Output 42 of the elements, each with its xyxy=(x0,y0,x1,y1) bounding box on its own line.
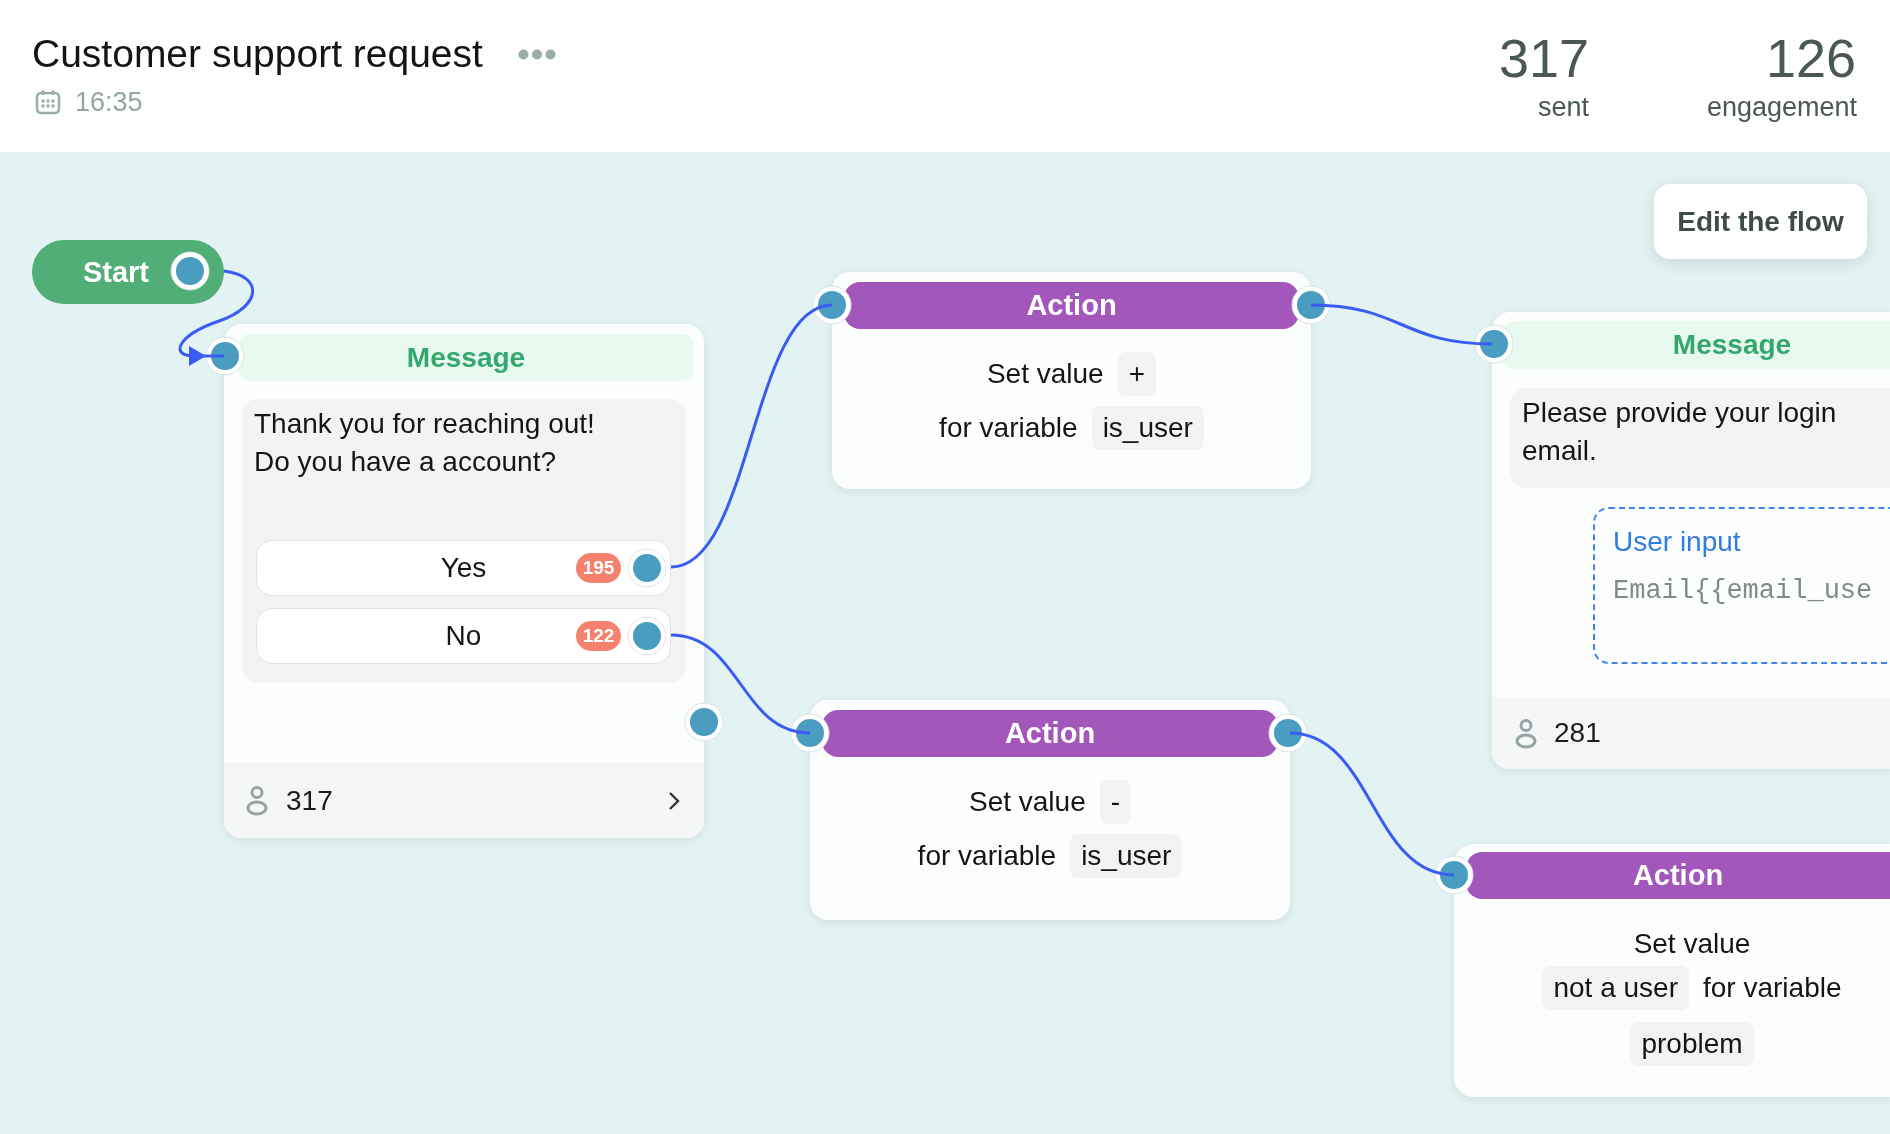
action-text: Set value xyxy=(968,785,1086,819)
stat-caption: sent xyxy=(1537,91,1589,123)
connector-line xyxy=(178,269,255,366)
value-tag: - xyxy=(1099,780,1132,824)
message-header: Message xyxy=(239,334,693,381)
action-header: Action xyxy=(844,282,1299,329)
action-text: for variable xyxy=(917,839,1057,873)
start-label: Start xyxy=(81,255,151,290)
action-text: for variable xyxy=(939,411,1078,445)
count-badge: 195 xyxy=(576,553,621,583)
message-text: Please provide your login email. xyxy=(1522,396,1838,468)
reply-button: Yes 195 xyxy=(256,540,671,596)
message-text: Thank you for reaching out! Do you have a account? xyxy=(254,407,596,479)
value-tag: is_user xyxy=(1091,406,1204,450)
action-text: for variable xyxy=(1703,971,1842,1005)
value-tag: problem xyxy=(1630,1022,1754,1066)
input-label: User input xyxy=(1613,525,1741,559)
stat-value: 317 xyxy=(1498,28,1589,88)
stat-caption: engagement xyxy=(1706,91,1857,123)
connector-line xyxy=(670,633,811,735)
subscriber-count: 281 xyxy=(1554,716,1601,750)
user-input-block xyxy=(1593,507,1890,664)
timestamp: 16:35 xyxy=(75,86,143,118)
stat-value: 126 xyxy=(1765,28,1856,88)
value-tag: not a user xyxy=(1542,966,1689,1010)
message-header: Message xyxy=(1504,321,1890,369)
value-tag: + xyxy=(1117,352,1157,396)
edit-flow-button: Edit the flow xyxy=(1654,184,1867,259)
action-header: Action xyxy=(1466,852,1890,899)
flow-title: Customer support request xyxy=(32,31,483,77)
subscriber-count: 317 xyxy=(286,783,333,818)
action-text: Set value xyxy=(1633,927,1751,961)
count-badge: 122 xyxy=(576,621,621,651)
message-bubble xyxy=(242,399,686,683)
connector-line xyxy=(670,303,833,569)
input-variable: Email{{email_use xyxy=(1613,575,1873,608)
action-text: Set value xyxy=(986,357,1104,391)
connector-line xyxy=(1310,303,1493,346)
reply-button: No 122 xyxy=(256,608,671,664)
action-header: Action xyxy=(822,710,1278,757)
value-tag: is_user xyxy=(1070,834,1183,878)
connector-line xyxy=(1289,731,1455,877)
